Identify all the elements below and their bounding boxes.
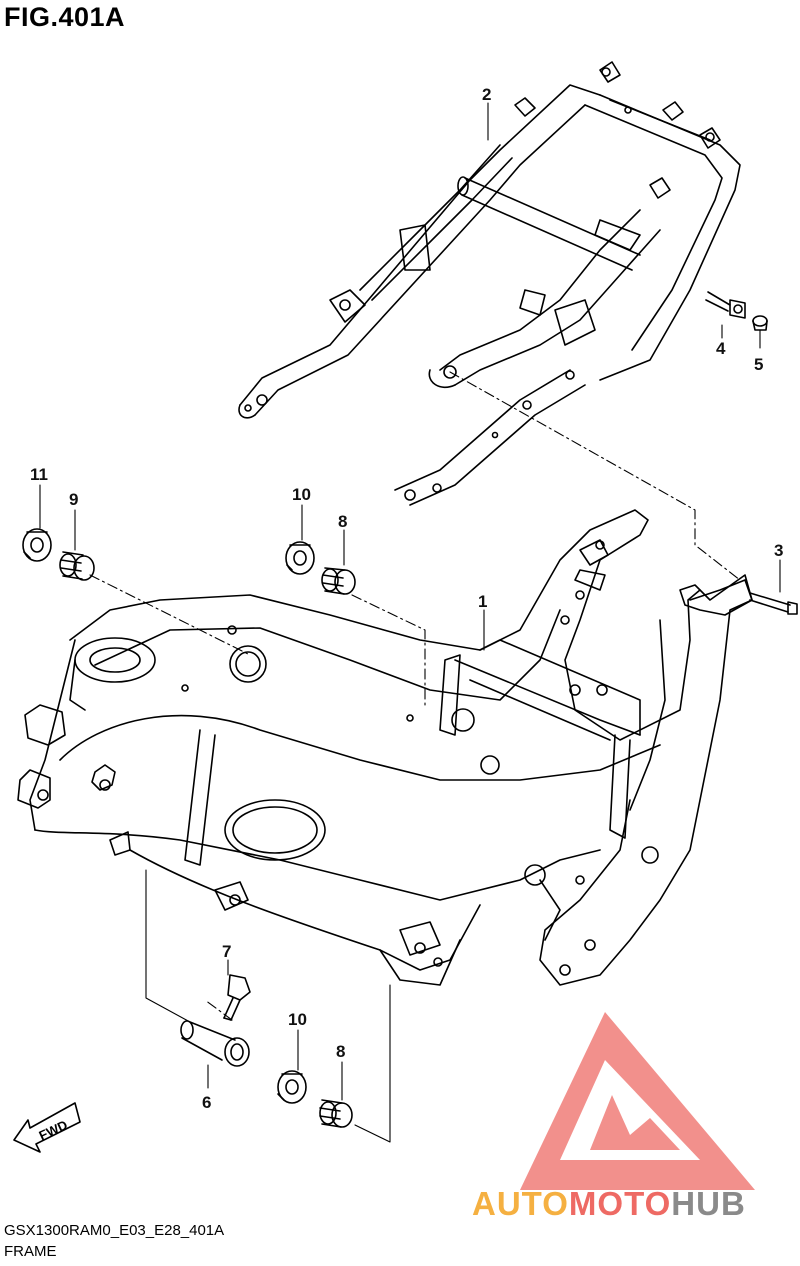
callout-10-top: 10 (292, 485, 311, 504)
callout-5: 5 (754, 355, 763, 374)
figure-caption: FRAME (4, 1243, 57, 1260)
nut-part-10-bottom (277, 1070, 307, 1104)
adjuster-part-9 (59, 551, 95, 581)
bolt-part-3 (749, 592, 798, 615)
model-code: GSX1300RAM0_E03_E28_401A (4, 1222, 225, 1239)
callout-4: 4 (716, 339, 726, 358)
callout-10-bottom: 10 (288, 1010, 307, 1029)
callout-6: 6 (202, 1093, 211, 1112)
callout-7: 7 (222, 942, 231, 961)
callout-numbers: 2 1 3 4 5 6 7 8 8 9 10 10 11 (30, 85, 783, 1112)
adjuster-part-8-bottom (319, 1099, 353, 1128)
installation-brackets (145, 869, 391, 1143)
svg-text:AUTOMOTOHUB: AUTOMOTOHUB (472, 1185, 746, 1222)
assembly-lines (89, 371, 741, 1021)
fwd-arrow-icon: FWD (13, 1102, 81, 1153)
callout-11: 11 (30, 465, 48, 484)
callout-8-bottom: 8 (336, 1042, 345, 1061)
bolt-part-7 (223, 974, 251, 1021)
nut-part-11 (22, 528, 52, 562)
callout-9: 9 (69, 490, 78, 509)
main-frame (17, 509, 753, 986)
nut-part-10-top (285, 541, 315, 575)
rear-subframe (238, 61, 741, 506)
collar-part-6 (180, 1020, 250, 1067)
figure-title: FIG.401A (4, 2, 126, 32)
callout-2: 2 (482, 85, 491, 104)
cap-part-5 (752, 315, 768, 331)
brand-hub: HUB (671, 1185, 746, 1222)
callout-3: 3 (774, 541, 783, 560)
leader-lines (39, 102, 781, 1101)
callout-8-top: 8 (338, 512, 347, 531)
bolt-part-4 (705, 291, 746, 319)
automotohub-logo: AUTOMOTOHUB (472, 1012, 755, 1222)
adjuster-part-8-top (321, 567, 356, 595)
brand-moto: MOTO (569, 1185, 671, 1222)
brand-auto: AUTO (472, 1185, 569, 1222)
callout-1: 1 (478, 592, 487, 611)
